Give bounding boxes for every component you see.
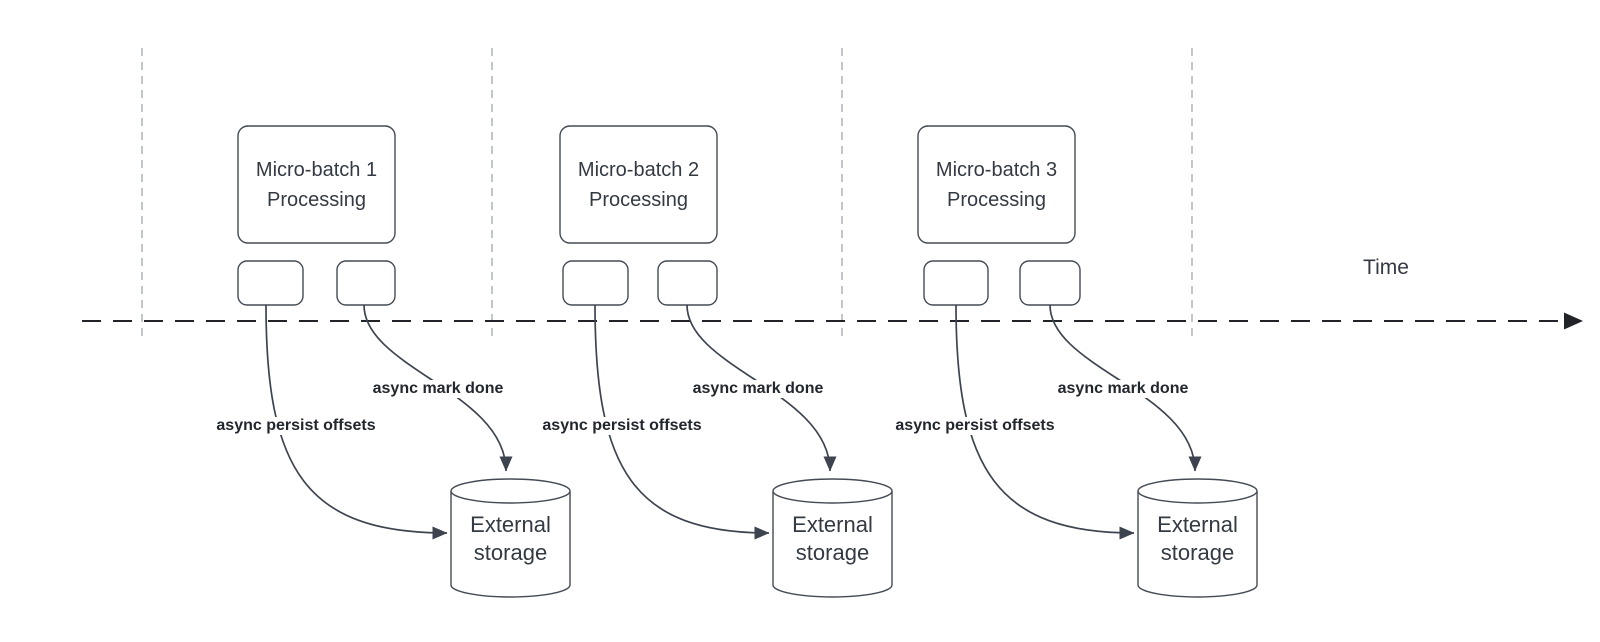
storage-subtitle: storage [1160,540,1235,565]
cylinder-body [450,491,571,598]
process-box [237,125,396,244]
process-subtitle: Processing [589,189,688,211]
process-title: Micro-batch 3 [935,159,1058,181]
persist-offsets-arrow [594,304,770,540]
storage-label-2: External storage [792,511,873,567]
storage-title: External [792,512,873,537]
mark-done-box [657,260,718,306]
storage-subtitle: storage [473,540,548,565]
storage-label-3: External storage [1157,511,1238,567]
mark-done-box [336,260,396,306]
cylinder-top [1137,478,1258,504]
timeline-arrowhead-icon [1564,312,1583,330]
persist-offsets-arrow [265,304,448,540]
storage-label-1: External storage [470,511,551,567]
process-box-label-1: Micro-batch 1 Processing [256,155,377,215]
persist-offsets-label-3: async persist offsets [892,417,1058,435]
persist-offsets-arrow [955,304,1135,540]
time-axis-label: Time [1363,256,1409,279]
mark-done-label-3: async mark done [1054,380,1192,398]
micro-batch-group-3 [917,125,1258,598]
mark-done-box [1019,260,1081,306]
process-box [917,125,1076,244]
mark-done-label-1: async mark done [369,380,507,398]
storage-title: External [470,512,551,537]
cylinder-top [450,478,571,504]
persist-offsets-box [562,260,629,306]
persist-offsets-box [923,260,989,306]
storage-subtitle: storage [795,540,870,565]
storage-cylinder-icon [1137,478,1258,598]
process-title: Micro-batch 1 [255,159,378,181]
mark-done-label-2: async mark done [689,380,827,398]
process-subtitle: Processing [947,189,1046,211]
cylinder-body [1137,491,1258,598]
micro-batch-group-2 [559,125,893,598]
cylinder-top [772,478,893,504]
storage-cylinder-icon [450,478,571,598]
persist-offsets-label-2: async persist offsets [539,417,705,435]
persist-offsets-box [237,260,304,306]
process-box-label-3: Micro-batch 3 Processing [936,155,1057,215]
micro-batch-group-1 [237,125,571,598]
process-box-label-2: Micro-batch 2 Processing [578,155,699,215]
storage-title: External [1157,512,1238,537]
process-box [559,125,718,244]
process-title: Micro-batch 2 [577,159,700,181]
storage-cylinder-icon [772,478,893,598]
cylinder-body [772,491,893,598]
persist-offsets-label-1: async persist offsets [213,417,379,435]
process-subtitle: Processing [267,189,366,211]
